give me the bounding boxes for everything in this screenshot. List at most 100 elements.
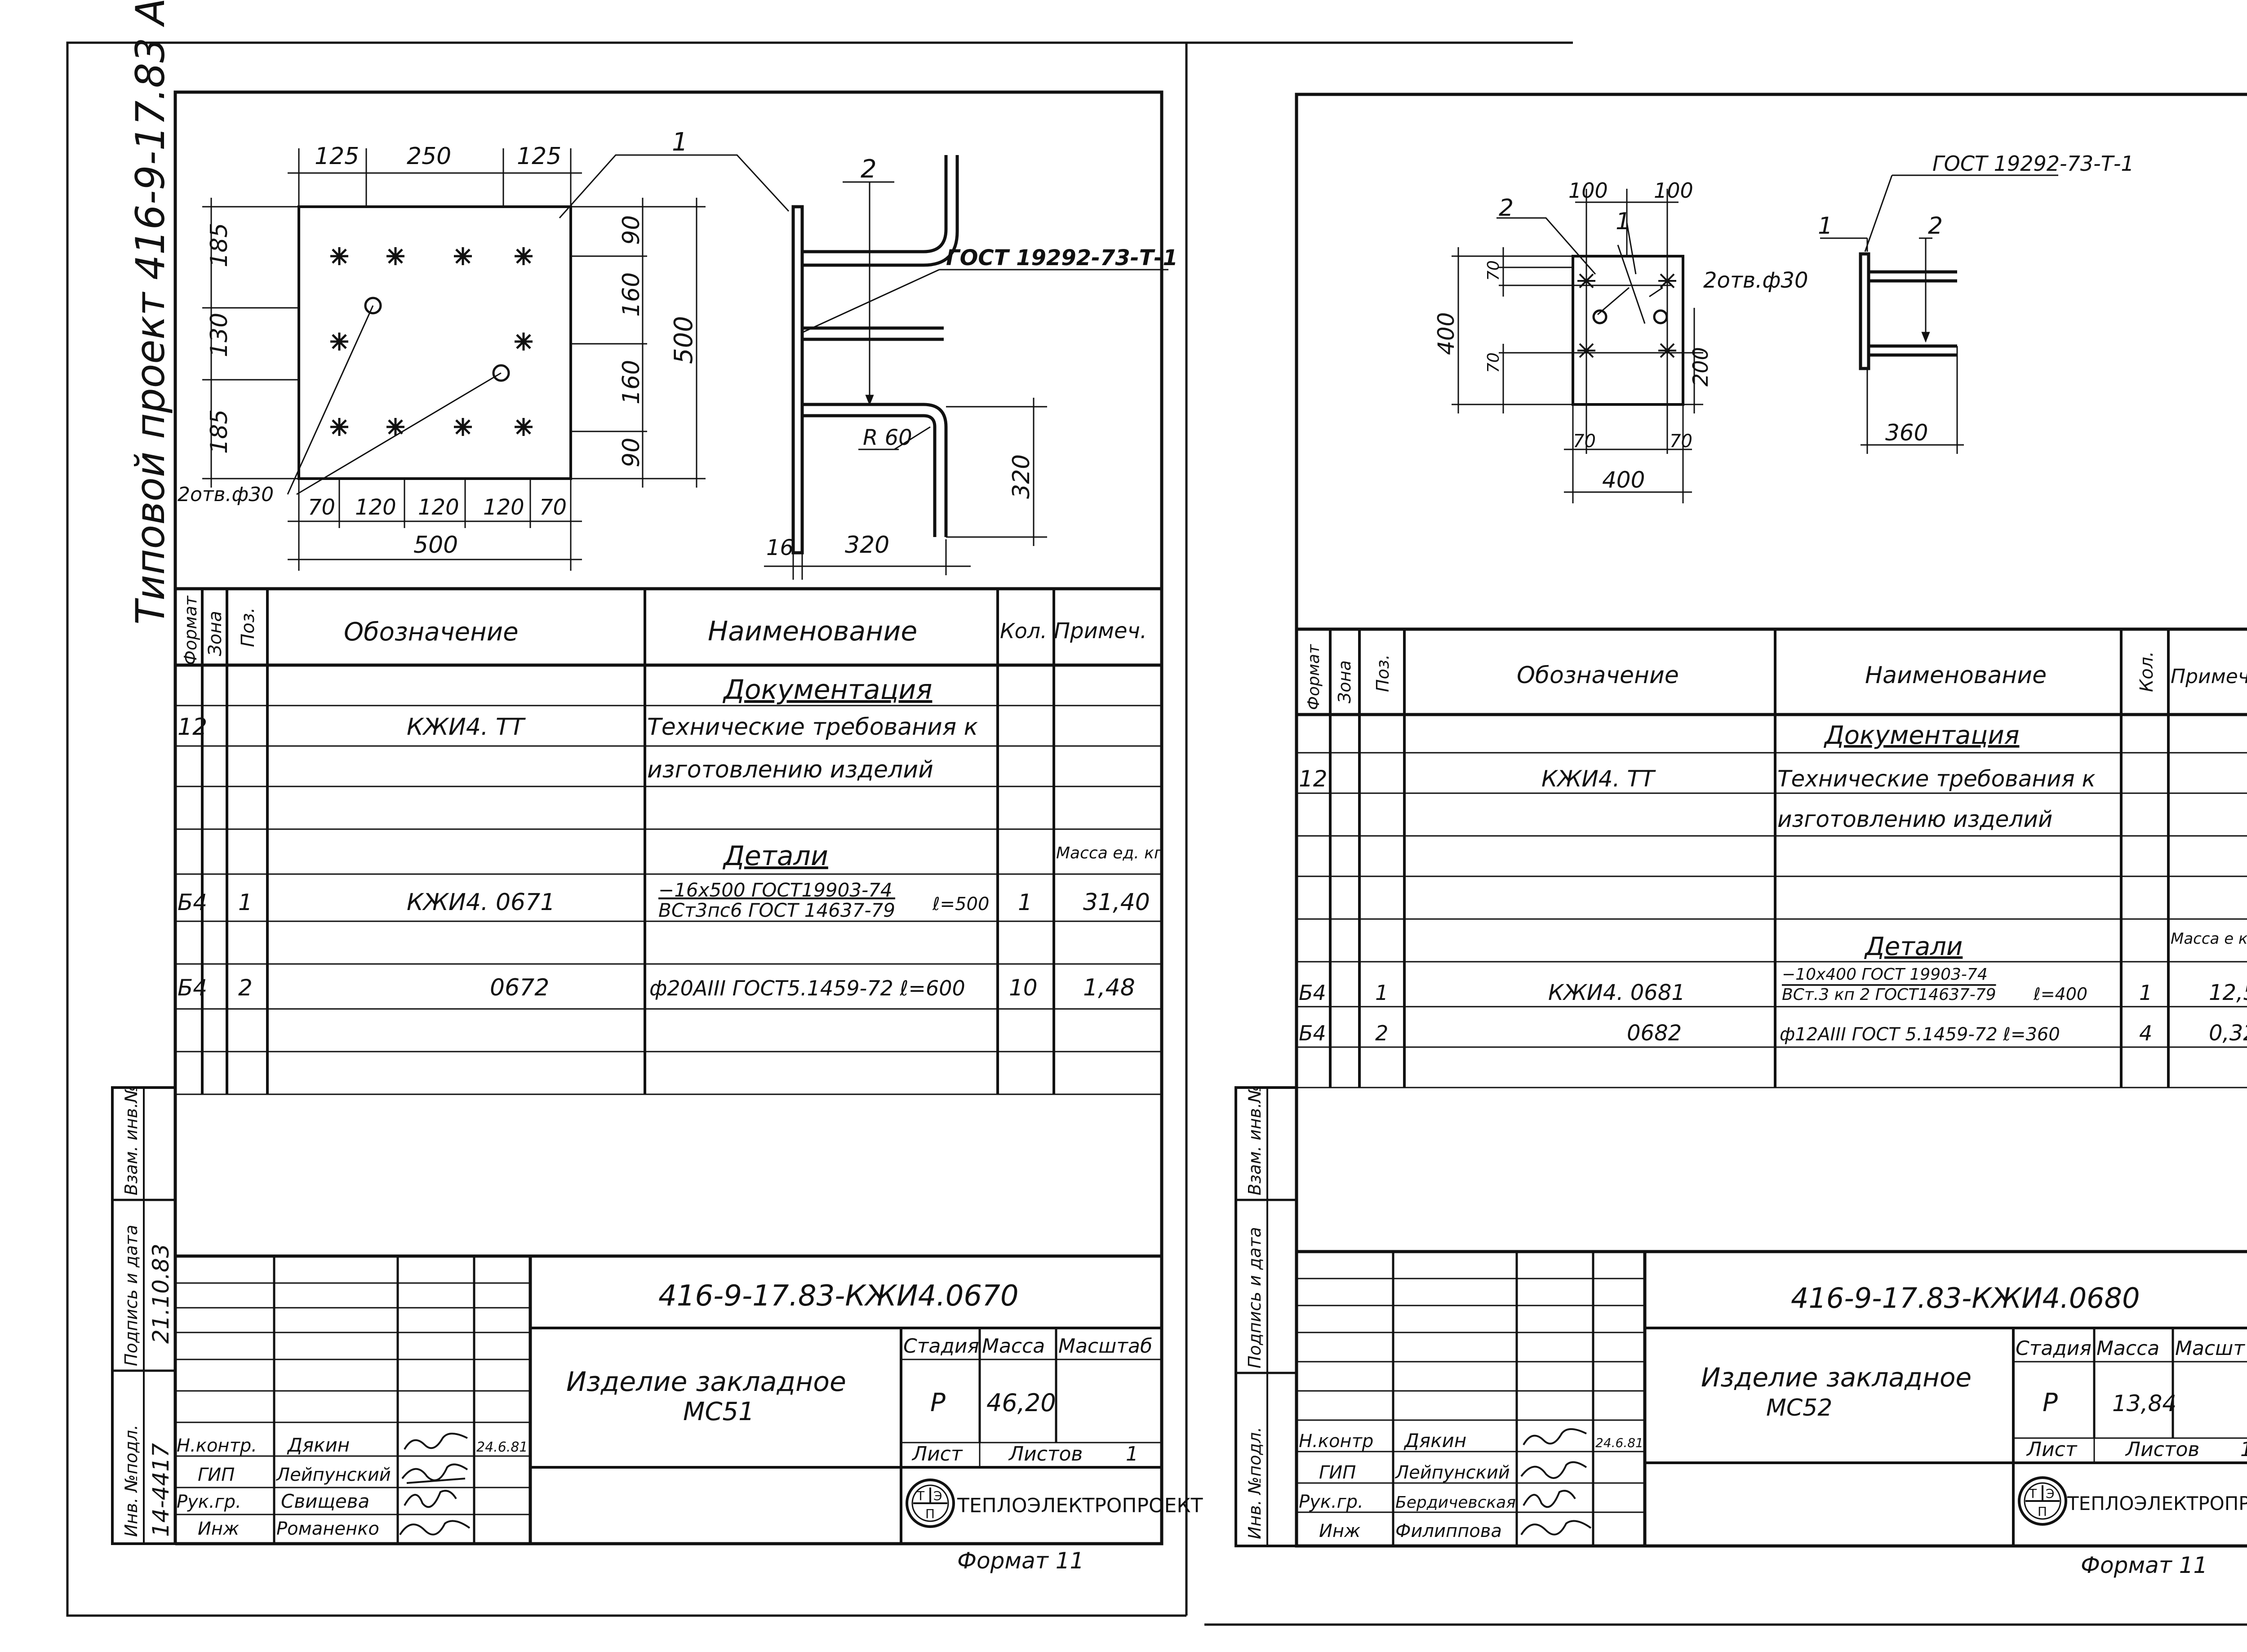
r-org-name: ТЕПЛОЭЛЕКТРОПРОЕ — [2067, 1492, 2247, 1514]
left-stud-marks — [330, 247, 533, 436]
r-sheet-label: Лист — [2026, 1438, 2078, 1461]
item-name-2: МС51 — [683, 1397, 755, 1426]
person-3-role: Рук.гр. — [177, 1492, 241, 1512]
right-frame — [1295, 93, 2247, 1548]
r-doc-designation: КЖИ4. ТТ — [1541, 766, 1656, 792]
r-inv-orig-label: Инв. №подл. — [1245, 1427, 1265, 1539]
mass-value: 46,20 — [986, 1389, 1056, 1417]
row1-name-2: ВСт3пс6 ГОСТ 14637-79 — [658, 899, 895, 921]
mass-header: Масса ед. кг — [1056, 844, 1163, 862]
r-row1-name-1: −10х400 ГОСТ 19903-74 — [1782, 965, 1988, 984]
stage-label: Стадия — [903, 1335, 979, 1358]
r-doc-name-2: изготовлению изделий — [1777, 806, 2052, 832]
svg-text:Т: Т — [2029, 1486, 2037, 1501]
r-row1-designation: КЖИ4. 0681 — [1548, 980, 1685, 1005]
row1-mass: 31,40 — [1083, 889, 1150, 916]
dim-16: 16 — [766, 535, 794, 560]
svg-text:П: П — [2038, 1504, 2047, 1519]
r-pos-2b: 2 — [1928, 213, 1943, 240]
person-4-role: Инж — [198, 1519, 239, 1539]
r-row1-length: ℓ=400 — [2033, 984, 2087, 1004]
r-person-2-role: ГИП — [1319, 1462, 1356, 1483]
sheet-format: Формат 11 — [957, 1548, 1084, 1574]
r-section-docs: Документация — [1823, 721, 2019, 750]
r-signature-3 — [1523, 1490, 1576, 1508]
r-item-name-2: МС52 — [1766, 1394, 1832, 1421]
dim-right-2: 160 — [618, 272, 645, 317]
right-title-block-texts: 416-9-17.83-КЖИ4.0680 Изделие закладное … — [1299, 1282, 2247, 1578]
r-person-3-name: Бердичевская — [1395, 1493, 1516, 1512]
spec-header-note: Примеч. — [1054, 618, 1147, 644]
holes-label: 2отв.ф30 — [178, 483, 274, 506]
left-title-block-lines — [175, 1254, 1162, 1544]
row2-pos: 2 — [238, 975, 253, 1001]
weld-gost-label: ГОСТ 19292-73-Т-1 — [946, 245, 1178, 271]
r-pos-2a: 2 — [1499, 195, 1514, 222]
r-dim-200: 200 — [1688, 347, 1713, 386]
section-parts: Детали — [722, 840, 828, 872]
r-dim-70-d: 70 — [1670, 431, 1692, 452]
left-spec-table-lines — [175, 587, 1162, 1095]
pos-2-label: 2 — [861, 155, 877, 184]
dim-320-v: 320 — [1008, 454, 1035, 499]
svg-text:П: П — [925, 1506, 935, 1521]
left-frame — [173, 90, 1163, 1545]
r-row2-name: ф12АIII ГОСТ 5.1459-72 ℓ=360 — [1780, 1024, 2060, 1045]
r-person-1-date: 24.6.81 — [1595, 1435, 1643, 1450]
signature-4 — [399, 1520, 471, 1536]
r-doc-name-1: Технические требования к — [1777, 766, 2096, 792]
left-signatures — [399, 1433, 471, 1536]
r-vz-inv-label: Взам. инв.№ — [1245, 1085, 1265, 1195]
svg-text:Э: Э — [2046, 1486, 2055, 1501]
r-spec-header-pos: Поз. — [1373, 654, 1393, 692]
right-stamp-side-lines — [1235, 1086, 1298, 1547]
row2-format: Б4 — [178, 975, 207, 1001]
signature-1 — [404, 1433, 468, 1450]
r-weld-gost: ГОСТ 19292-73-Т-1 — [1932, 151, 2134, 176]
r-sheet-format: Формат 11 — [2081, 1552, 2207, 1578]
r-mass-value: 13,84 — [2112, 1390, 2176, 1417]
right-spec-table-lines — [1297, 627, 2247, 1088]
r-holes-label: 2отв.ф30 — [1703, 268, 1808, 293]
r-signature-2 — [1520, 1461, 1587, 1479]
row1-designation: КЖИ4. 0671 — [407, 889, 555, 916]
row1-length: ℓ=500 — [932, 894, 989, 915]
right-stamp-side-texts: Взам. инв.№ Подпись и дата Инв. №подл. — [1245, 1085, 1265, 1539]
person-1-name: Дякин — [287, 1434, 350, 1456]
person-1-role: Н.контр. — [177, 1435, 257, 1456]
doc-format: 12 — [178, 714, 207, 741]
doc-name-2: изготовлению изделий — [647, 756, 933, 783]
section-docs: Документация — [722, 674, 932, 706]
left-title-block-texts: 416-9-17.83-КЖИ4.0670 Изделие закладное … — [177, 1279, 1203, 1574]
left-stamp-side-lines — [111, 1086, 177, 1545]
vz-inv-label: Взам. инв.№ — [121, 1085, 141, 1195]
doc-name-1: Технические требования к — [647, 714, 978, 741]
svg-text:Т: Т — [916, 1488, 925, 1503]
r-row2-mass: 0,32 — [2209, 1021, 2247, 1046]
r-row1-pos: 1 — [1375, 981, 1388, 1005]
r-dim-top-1: 100 — [1568, 178, 1608, 203]
item-name-1: Изделие закладное — [566, 1366, 846, 1398]
sign-date-label: Подпись и дата — [121, 1225, 141, 1366]
r-person-4-name: Филиппова — [1395, 1521, 1502, 1541]
side-label: Типовой проект 416-9-17.83 Альбом XIII — [127, 0, 173, 625]
dim-left-3: 185 — [206, 409, 233, 454]
row1-format: Б4 — [178, 889, 207, 915]
dim-bottom-4: 120 — [483, 495, 524, 520]
left-side-view — [791, 155, 959, 555]
r-spec-header-note: Примечан — [2171, 665, 2247, 688]
left-stamp-side-texts: Взам. инв.№ Подпись и дата Инв. №подл. 1… — [121, 1085, 174, 1537]
r-drawing-code: 416-9-17.83-КЖИ4.0680 — [1791, 1282, 2140, 1314]
signature-2 — [401, 1463, 468, 1484]
right-spec-headers: Формат Зона Поз. Обозначение Наименовани… — [1305, 644, 2247, 710]
dim-left-2: 130 — [206, 313, 233, 357]
right-side-view — [1859, 252, 1957, 370]
r-dim-360: 360 — [1885, 420, 1928, 446]
dim-320-h: 320 — [845, 532, 889, 559]
outer-borders — [66, 41, 2247, 1626]
dim-top-1: 125 — [315, 143, 359, 170]
right-spec-rows: Документация 12 КЖИ4. ТТ Технические тре… — [1299, 721, 2247, 1046]
r-stage-label: Стадия — [2016, 1337, 2092, 1360]
r-spec-header-designation: Обозначение — [1517, 662, 1679, 689]
spec-header-designation: Обозначение — [344, 617, 519, 647]
